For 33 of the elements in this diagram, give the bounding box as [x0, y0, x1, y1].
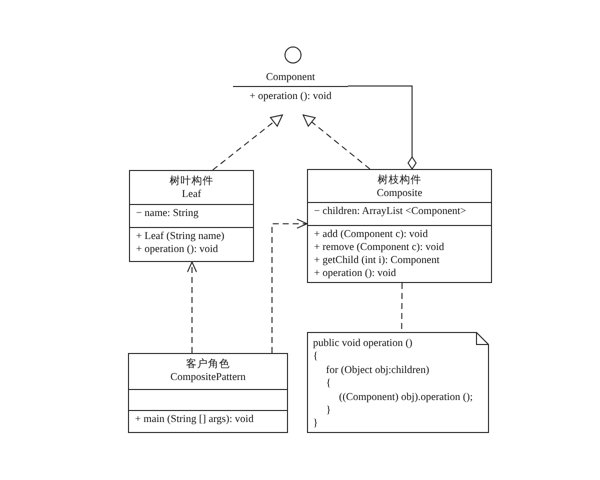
stereotype-title: 客户角色	[186, 358, 230, 371]
realization-arrow	[302, 114, 370, 170]
method-text: + getChild (int i): Component	[314, 254, 440, 267]
class-box	[129, 170, 254, 262]
class-name: Composite	[376, 187, 422, 200]
interface-name: Component	[266, 71, 315, 84]
method-text: + add (Component c): void	[314, 228, 428, 241]
attribute-text: − name: String	[136, 207, 198, 220]
method-text: + Leaf (String name)	[136, 230, 224, 243]
method-text: + remove (Component c): void	[314, 241, 444, 254]
aggregation-line	[348, 86, 417, 170]
attribute-text: − children: ArrayList <Component>	[314, 205, 466, 218]
method-text: + main (String [] args): void	[135, 413, 254, 426]
method-text: + operation (): void	[314, 267, 396, 280]
code-line: {	[325, 377, 332, 391]
class-name: CompositePattern	[170, 371, 246, 384]
dependency-arrow	[272, 218, 308, 354]
class-name: Leaf	[182, 188, 202, 201]
stereotype-title: 树叶构件	[170, 175, 214, 188]
code-line: }	[313, 417, 318, 431]
code-line: }	[325, 404, 332, 418]
class-box	[128, 353, 288, 433]
method-text: + operation (): void	[249, 90, 332, 103]
code-line: {	[313, 350, 318, 364]
code-line: ((Component) obj).operation ();	[338, 390, 473, 404]
note-box	[307, 332, 489, 433]
dependency-arrow	[187, 262, 197, 354]
realization-arrow	[212, 114, 283, 170]
code-line: public void operation ()	[313, 337, 412, 350]
stereotype-title: 树枝构件	[378, 174, 422, 187]
method-text: + operation (): void	[136, 243, 218, 256]
class-box	[307, 169, 492, 283]
code-line: for (Object obj:children)	[325, 364, 430, 378]
